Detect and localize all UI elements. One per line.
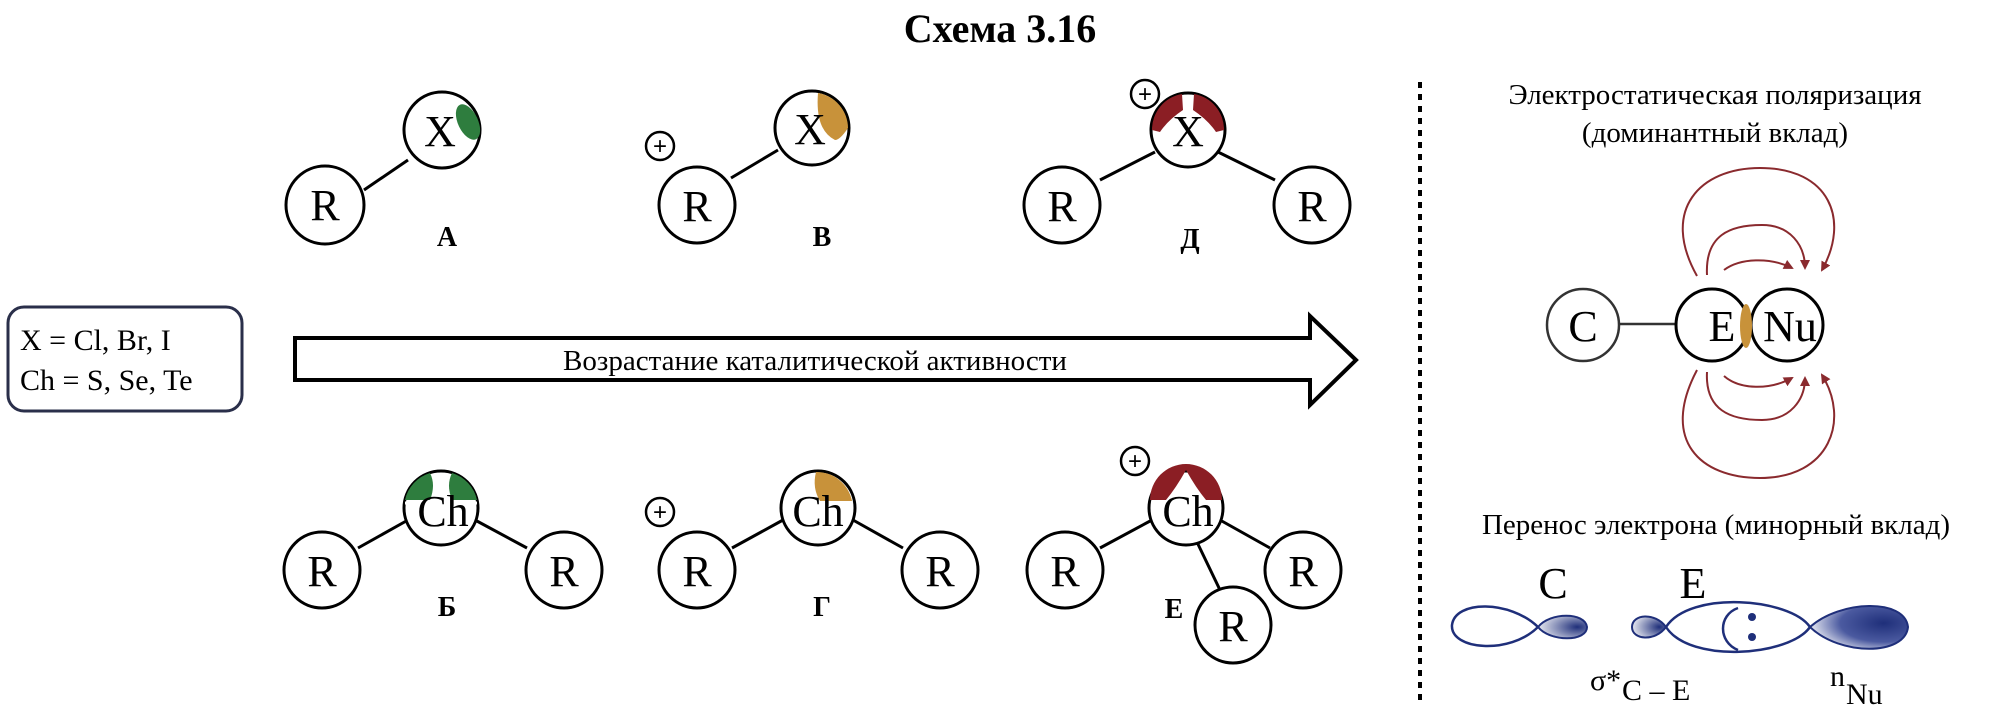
- orbital-lobe: [1450, 605, 1540, 648]
- atom-ch-label: Ch: [417, 487, 468, 536]
- atom-r-label: R: [682, 182, 712, 231]
- atom-e-label: E: [1709, 302, 1736, 351]
- orbital-lobe: [1630, 615, 1668, 639]
- atom-r-label: R: [1297, 182, 1327, 231]
- atom-r-label: R: [682, 547, 712, 596]
- orbital-label-c: C: [1538, 559, 1567, 608]
- sigma-hole-orange: [1740, 304, 1752, 348]
- sigma-hole-green: [455, 104, 481, 140]
- n-nu-label: Nu: [1846, 678, 1883, 711]
- svg-text:+: +: [1138, 81, 1152, 108]
- atom-r-label: R: [925, 547, 955, 596]
- sigma-hole-green: [449, 473, 477, 500]
- atom-x-label: X: [1172, 107, 1204, 156]
- field-line: [1723, 259, 1794, 271]
- atom-r: [657, 530, 737, 610]
- molecule-e-label: Е: [1165, 594, 1184, 625]
- molecule-a: R X А: [284, 90, 482, 253]
- molecule-d: + R R X Д: [1022, 78, 1352, 255]
- sigma-star-label: σ*: [1590, 664, 1621, 697]
- legend-box: X = Cl, Br, I Ch = S, Se, Te: [6, 305, 244, 413]
- atom-ch-label: Ch: [792, 487, 843, 536]
- svg-text:+: +: [653, 133, 667, 160]
- atom-r: [1263, 530, 1343, 610]
- svg-text:+: +: [1128, 448, 1142, 475]
- sigma-hole-red: [1193, 94, 1225, 132]
- atom-x-label: X: [794, 105, 826, 154]
- lone-pair-dot: [1748, 613, 1756, 621]
- lone-pair-boundary: [1721, 606, 1739, 652]
- sigma-hole-green: [405, 473, 433, 500]
- arrow-label: Возрастание каталитической активности: [563, 345, 1067, 377]
- atom-r: [900, 530, 980, 610]
- electrostatic-panel: Электростатическая поляризация (доминант…: [1508, 79, 1922, 480]
- molecule-g: + R R Ch Г: [644, 469, 980, 623]
- molecule-e: + R R R Ch Е: [1025, 445, 1343, 665]
- atom-r: [1272, 165, 1352, 245]
- atom-r: [284, 164, 366, 246]
- molecule-v-label: В: [813, 222, 832, 253]
- atom-r-label: R: [307, 547, 337, 596]
- atom-c-label: C: [1568, 302, 1597, 351]
- orbital-lobe: [1536, 614, 1589, 640]
- electron-transfer-panel: Перенос электрона (минорный вклад) C E σ…: [1450, 509, 1950, 711]
- plus-charge-icon: [644, 496, 676, 528]
- sigma-hole-orange: [814, 471, 852, 501]
- orbital-lobe: [1664, 601, 1812, 653]
- legend-halogens: X = Cl, Br, I: [20, 324, 171, 357]
- sigma-bond-label: C – E: [1622, 674, 1690, 707]
- electrostatic-title: Электростатическая поляризация: [1508, 79, 1921, 111]
- field-line: [1705, 223, 1810, 276]
- atom-r-label: R: [549, 547, 579, 596]
- field-line: [1681, 369, 1836, 480]
- lone-pair-dot: [1748, 633, 1756, 641]
- atom-x-label: X: [424, 107, 456, 156]
- molecule-b-label: Б: [438, 592, 457, 623]
- atom-r-label: R: [1050, 547, 1080, 596]
- atom-r: [1193, 585, 1273, 665]
- legend-chalcogens: Ch = S, Se, Te: [20, 364, 193, 397]
- plus-charge-icon: [1129, 78, 1161, 110]
- atom-r-label: R: [1288, 547, 1318, 596]
- atom-r: [1025, 530, 1105, 610]
- atom-r: [282, 530, 362, 610]
- atom-r-label: R: [1047, 182, 1077, 231]
- plus-charge-icon: [1119, 445, 1151, 477]
- field-line: [1705, 371, 1810, 422]
- atom-nu-label: Nu: [1763, 302, 1817, 351]
- n-label: n: [1830, 660, 1845, 693]
- atom-r: [1022, 165, 1102, 245]
- atom-r: [657, 165, 737, 245]
- field-line: [1723, 375, 1794, 388]
- field-line: [1681, 166, 1836, 277]
- atom-r-label: R: [310, 181, 340, 230]
- molecule-b: R R Ch Б: [282, 469, 604, 623]
- atom-c: [1545, 287, 1621, 363]
- sigma-hole-orange: [817, 93, 848, 140]
- orbital-label-e: E: [1680, 559, 1707, 608]
- activity-arrow: Возрастание каталитической активности: [293, 311, 1359, 410]
- svg-text:+: +: [653, 499, 667, 526]
- scheme-title: Схема 3.16: [904, 6, 1097, 51]
- electron-transfer-title: Перенос электрона (минорный вклад): [1482, 509, 1950, 541]
- atom-r-label: R: [1218, 602, 1248, 651]
- molecule-a-label: А: [437, 222, 458, 253]
- atom-r: [524, 530, 604, 610]
- molecule-g-label: Г: [813, 592, 831, 623]
- sigma-hole-red: [1150, 464, 1222, 500]
- plus-charge-icon: [644, 130, 676, 162]
- orbital-lobe-filled: [1808, 605, 1910, 650]
- molecule-d-label: Д: [1180, 224, 1199, 255]
- molecule-v: + R X В: [644, 89, 851, 253]
- atom-ch-label: Ch: [1162, 487, 1213, 536]
- sigma-hole-red: [1151, 94, 1183, 132]
- electrostatic-subtitle: (доминантный вклад): [1582, 117, 1848, 149]
